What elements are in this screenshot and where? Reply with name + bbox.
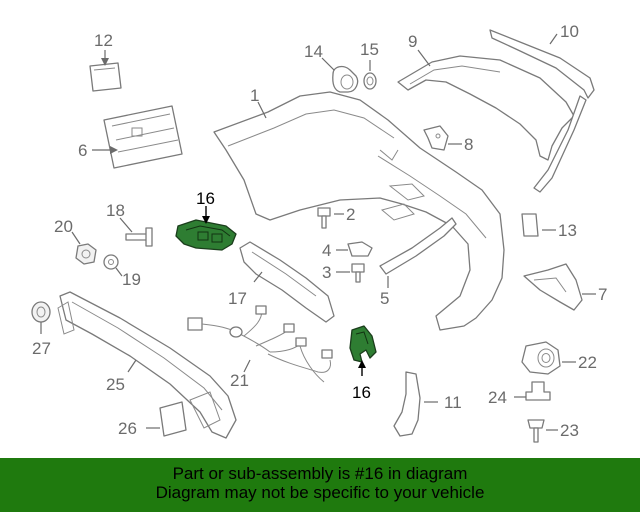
- part-5[interactable]: [379, 217, 457, 288]
- part-19[interactable]: [103, 254, 123, 277]
- label-4: 4: [322, 241, 331, 260]
- part-10[interactable]: [489, 29, 595, 193]
- part-1[interactable]: [213, 91, 505, 331]
- part-21[interactable]: [187, 305, 333, 383]
- part-22[interactable]: [521, 341, 576, 375]
- parts-diagram: 12 14 15 9 10 6: [31, 22, 607, 443]
- part-7[interactable]: [523, 263, 596, 311]
- label-25: 25: [106, 375, 125, 394]
- label-21: 21: [230, 371, 249, 390]
- label-2: 2: [346, 205, 355, 224]
- part-3[interactable]: [336, 263, 365, 283]
- label-16-top: 16: [196, 189, 215, 208]
- label-26: 26: [118, 419, 137, 438]
- label-12: 12: [94, 31, 113, 50]
- label-5: 5: [380, 289, 389, 308]
- banner-line-1: Part or sub-assembly is #16 in diagram: [172, 464, 468, 483]
- banner-line-2: Diagram may not be specific to your vehi…: [155, 483, 485, 502]
- label-9: 9: [408, 32, 417, 51]
- part-11[interactable]: [393, 371, 438, 437]
- label-23: 23: [560, 421, 579, 440]
- part-13[interactable]: [521, 213, 556, 237]
- info-banner: Part or sub-assembly is #16 in diagram D…: [0, 458, 640, 512]
- part-24[interactable]: [514, 381, 551, 401]
- label-16-bottom: 16: [352, 383, 371, 402]
- part-6[interactable]: [92, 105, 183, 169]
- part-16-right-bracket[interactable]: [349, 325, 377, 376]
- label-3: 3: [322, 263, 331, 282]
- part-15[interactable]: [363, 60, 377, 90]
- part-26[interactable]: [146, 401, 187, 437]
- label-17: 17: [228, 289, 247, 308]
- label-15: 15: [360, 40, 379, 59]
- label-13: 13: [558, 221, 577, 240]
- label-27: 27: [32, 339, 51, 358]
- label-6: 6: [78, 141, 87, 160]
- part-25[interactable]: [57, 291, 237, 439]
- label-14: 14: [304, 42, 323, 61]
- part-20[interactable]: [71, 231, 97, 265]
- label-19: 19: [122, 270, 141, 289]
- part-2[interactable]: [317, 207, 344, 229]
- label-8: 8: [464, 135, 473, 154]
- label-18: 18: [106, 201, 125, 220]
- part-16-left-bracket[interactable]: [175, 206, 237, 251]
- part-18[interactable]: [119, 217, 153, 247]
- part-14[interactable]: [321, 57, 359, 93]
- part-27[interactable]: [31, 301, 51, 334]
- label-10: 10: [560, 22, 579, 41]
- part-8[interactable]: [423, 125, 462, 151]
- part-9[interactable]: [397, 49, 575, 161]
- part-17[interactable]: [239, 241, 335, 323]
- label-1: 1: [250, 86, 259, 105]
- part-4[interactable]: [336, 241, 373, 257]
- label-22: 22: [578, 353, 597, 372]
- part-12[interactable]: [89, 50, 122, 92]
- label-11: 11: [444, 393, 462, 412]
- label-20: 20: [54, 217, 73, 236]
- label-24: 24: [488, 388, 507, 407]
- label-7: 7: [598, 285, 607, 304]
- part-23[interactable]: [527, 419, 558, 443]
